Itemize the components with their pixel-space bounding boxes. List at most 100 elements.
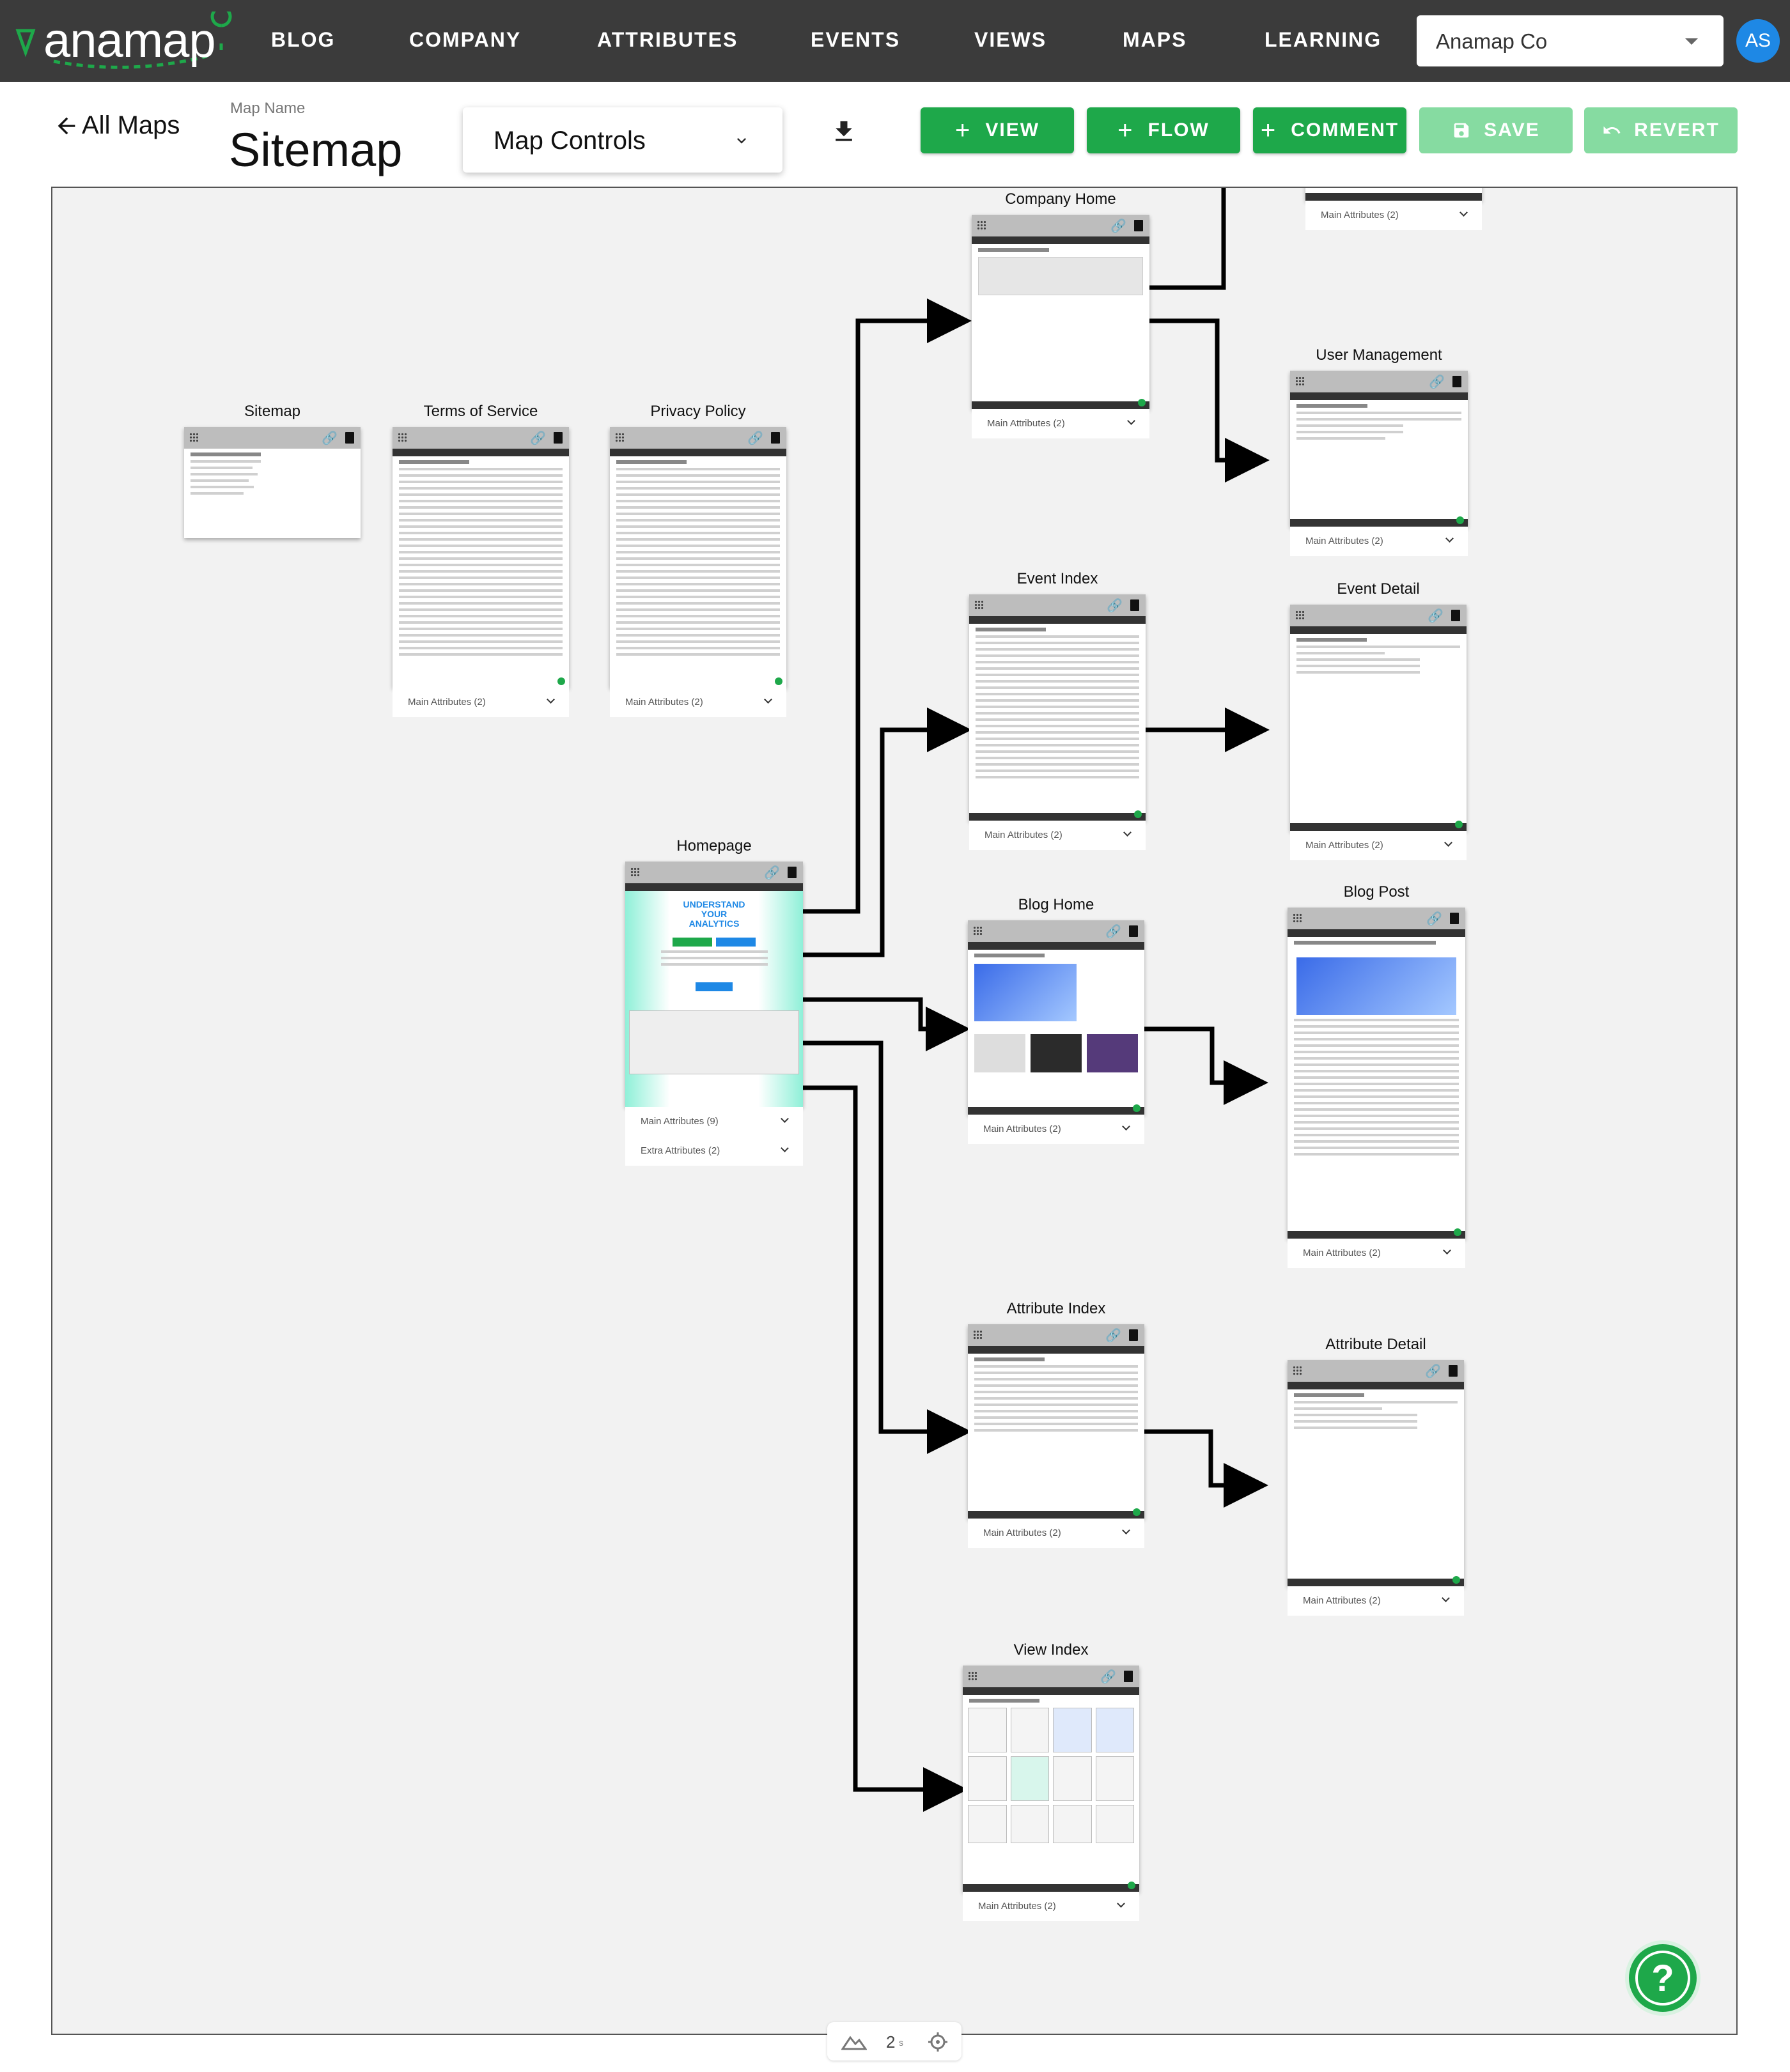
drag-handle-icon[interactable] (630, 867, 639, 878)
node-card: 🔗 (1288, 908, 1465, 1239)
link-icon[interactable]: 🔗 (1426, 912, 1442, 926)
drag-handle-icon[interactable] (973, 1330, 982, 1340)
organization-select[interactable]: Anamap Co (1417, 15, 1724, 66)
drag-handle-icon[interactable] (977, 220, 986, 231)
trash-icon[interactable] (1124, 1671, 1133, 1682)
attributes-panel: Main Attributes (2) (610, 688, 786, 717)
node-card: 🔗 (1288, 1360, 1464, 1586)
drag-handle-icon[interactable] (615, 433, 624, 443)
nav-learning[interactable]: LEARNING (1265, 28, 1382, 51)
logo-mark-icon (15, 12, 232, 69)
drag-handle-icon[interactable] (398, 433, 407, 443)
connector-homepage-event-index (800, 707, 972, 957)
link-icon[interactable]: 🔗 (1110, 219, 1126, 233)
link-icon[interactable]: 🔗 (747, 431, 763, 445)
nav-maps[interactable]: MAPS (1123, 28, 1187, 51)
download-icon (836, 121, 852, 141)
main-attributes-toggle[interactable]: Main Attributes (2) (969, 821, 1146, 850)
link-icon[interactable]: 🔗 (1100, 1670, 1116, 1684)
link-icon[interactable]: 🔗 (764, 866, 780, 880)
trash-icon[interactable] (788, 867, 797, 878)
extra-attributes-toggle[interactable]: Extra Attributes (2) (625, 1136, 803, 1166)
link-icon[interactable]: 🔗 (322, 431, 338, 445)
drag-handle-icon[interactable] (1295, 610, 1304, 621)
main-attributes-toggle[interactable]: Main Attributes (2) (1288, 1586, 1464, 1616)
drag-handle-icon[interactable] (974, 600, 983, 610)
trash-icon[interactable] (1449, 1365, 1458, 1377)
save-button[interactable]: SAVE (1419, 107, 1573, 153)
anamap-logo[interactable]: anamap (15, 12, 239, 70)
trash-icon[interactable] (1450, 913, 1459, 924)
link-icon[interactable]: 🔗 (1105, 925, 1121, 939)
trash-icon[interactable] (1129, 1329, 1138, 1341)
trash-icon[interactable] (1452, 376, 1461, 387)
connector-company-home-top (1121, 188, 1226, 290)
node-toolbar: 🔗 (1290, 605, 1467, 626)
revert-button[interactable]: REVERT (1584, 107, 1738, 153)
node-title: Sitemap (244, 403, 301, 420)
back-to-all-maps[interactable]: All Maps (54, 111, 180, 140)
drag-handle-icon[interactable] (1293, 1366, 1302, 1376)
nav-views[interactable]: VIEWS (974, 28, 1047, 51)
help-button[interactable]: ? (1625, 1940, 1700, 2016)
trash-icon[interactable] (1451, 610, 1460, 621)
logo-wordmark: anamap (43, 13, 216, 68)
drag-handle-icon[interactable] (968, 1671, 977, 1682)
link-icon[interactable]: 🔗 (1429, 375, 1445, 389)
node-toolbar: 🔗 (184, 427, 361, 449)
add-comment-button[interactable]: +COMMENT (1253, 107, 1406, 153)
organization-value: Anamap Co (1436, 29, 1548, 53)
main-attributes-toggle[interactable]: Main Attributes (2) (1288, 1239, 1465, 1268)
attributes-panel: Main Attributes (2) (969, 821, 1146, 850)
link-icon[interactable]: 🔗 (1425, 1365, 1441, 1379)
map-canvas[interactable]: Main Attributes (2) Sitemap 🔗 Terms of S… (51, 187, 1738, 2035)
map-controls-dropdown[interactable]: Map Controls (463, 107, 782, 173)
drag-handle-icon[interactable] (1293, 913, 1302, 924)
main-attributes-toggle[interactable]: Main Attributes (2) (393, 688, 569, 717)
main-attributes-label: Main Attributes (2) (625, 697, 703, 707)
node-card: 🔗 (1290, 605, 1467, 831)
main-attributes-label: Main Attributes (2) (983, 1527, 1061, 1538)
main-attributes-label: Main Attributes (9) (641, 1116, 719, 1127)
user-avatar[interactable]: AS (1736, 19, 1780, 63)
main-attributes-toggle[interactable]: Main Attributes (2) (1290, 527, 1468, 556)
trash-icon[interactable] (1130, 599, 1139, 611)
main-attributes-toggle[interactable]: Main Attributes (2) (1305, 201, 1482, 230)
drag-handle-icon[interactable] (189, 433, 198, 443)
main-attributes-label: Main Attributes (2) (1305, 536, 1383, 546)
mountain-icon[interactable] (841, 2034, 867, 2050)
map-name[interactable]: Sitemap (229, 123, 403, 176)
drag-handle-icon[interactable] (973, 926, 982, 936)
target-icon[interactable] (928, 2032, 947, 2052)
main-attributes-toggle[interactable]: Main Attributes (9) (625, 1107, 803, 1136)
node-title: Privacy Policy (650, 403, 746, 420)
download-button[interactable] (830, 118, 858, 149)
main-attributes-toggle[interactable]: Main Attributes (2) (972, 409, 1149, 438)
main-attributes-toggle[interactable]: Main Attributes (2) (963, 1892, 1139, 1921)
trash-icon[interactable] (1134, 220, 1143, 231)
main-attributes-toggle[interactable]: Main Attributes (2) (610, 688, 786, 717)
main-attributes-toggle[interactable]: Main Attributes (2) (968, 1115, 1144, 1144)
main-attributes-toggle[interactable]: Main Attributes (2) (1290, 831, 1467, 860)
trash-icon[interactable] (554, 432, 563, 444)
attributes-panel: Main Attributes (2) (968, 1519, 1144, 1548)
connector-homepage-attribute-index (800, 1040, 972, 1454)
link-icon[interactable]: 🔗 (530, 431, 546, 445)
add-flow-button[interactable]: +FLOW (1087, 107, 1240, 153)
node-card: 🔗 (1290, 371, 1468, 527)
drag-handle-icon[interactable] (1295, 376, 1304, 387)
node-title: User Management (1316, 346, 1442, 364)
nav-attributes[interactable]: ATTRIBUTES (597, 28, 738, 51)
nav-blog[interactable]: BLOG (271, 28, 336, 51)
trash-icon[interactable] (345, 432, 354, 444)
trash-icon[interactable] (1129, 925, 1138, 937)
nav-events[interactable]: EVENTS (811, 28, 901, 51)
node-toolbar: 🔗 (393, 427, 569, 449)
main-attributes-toggle[interactable]: Main Attributes (2) (968, 1519, 1144, 1548)
link-icon[interactable]: 🔗 (1428, 609, 1444, 623)
add-view-button[interactable]: +VIEW (921, 107, 1074, 153)
nav-company[interactable]: COMPANY (409, 28, 522, 51)
trash-icon[interactable] (771, 432, 780, 444)
link-icon[interactable]: 🔗 (1105, 1329, 1121, 1343)
link-icon[interactable]: 🔗 (1107, 599, 1123, 613)
